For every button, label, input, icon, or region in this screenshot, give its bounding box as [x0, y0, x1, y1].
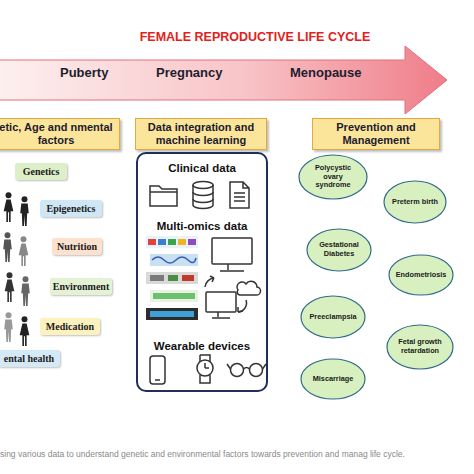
node-text: Environment: [53, 281, 110, 292]
node-text: Epigenetics: [47, 203, 96, 214]
omics-strip: [150, 254, 198, 266]
person-icon: [3, 232, 12, 262]
ellipse-shape: [299, 155, 367, 199]
omics-strip: [168, 239, 176, 245]
stage-label: Pregnancy: [156, 65, 222, 80]
document-icon: [230, 182, 249, 208]
condition-ellipse: Fetal growth retardation: [386, 324, 454, 370]
ellipse-shape: [387, 325, 453, 369]
monitor-icon: [206, 292, 236, 312]
watch-hands: [205, 363, 209, 368]
phone-icon: [150, 356, 165, 384]
monitor-stand: [220, 264, 244, 271]
watch-strap: [200, 355, 210, 383]
panel-heading: Clinical data: [138, 162, 266, 174]
node-text: Polycystic ovary syndrome: [307, 164, 359, 190]
cloud-icon: [237, 281, 261, 295]
node-text: Genetics: [23, 166, 60, 177]
panel-heading: Wearable devices: [138, 340, 266, 352]
ellipse-shape: [307, 229, 371, 271]
cycle-arrow: [238, 307, 243, 312]
person-icon: [4, 192, 14, 222]
node-text: Fetal growth retardation: [395, 338, 445, 355]
omics-strip: [182, 275, 194, 281]
factor-box: Medication: [40, 318, 100, 335]
node-text: Endometriosis: [396, 271, 447, 280]
wearable-icons: [150, 355, 266, 384]
node-text: Prevention and Management: [317, 121, 435, 147]
condition-ellipse: Preterm birth: [383, 180, 447, 224]
glasses-icon: [231, 364, 244, 377]
node-text: Preeclampsia: [309, 313, 356, 322]
omics-strip: [150, 311, 194, 317]
person-icon: [5, 272, 15, 302]
cycle-arrow: [205, 276, 214, 287]
omics-strip: [150, 275, 164, 281]
omics-strip: [152, 257, 196, 263]
factor-box: ental health: [0, 350, 60, 367]
folder-icon: [150, 186, 177, 206]
glasses-icon: [250, 364, 263, 377]
omics-strip: [148, 239, 156, 245]
ellipse-shape: [389, 255, 453, 295]
omics-strip: [188, 239, 196, 245]
node-text: etic, Age and nmental factors: [0, 121, 115, 147]
watch-icon: [197, 360, 213, 376]
node-text: ental health: [4, 353, 54, 364]
omics-strip: [146, 236, 198, 248]
data-panel: Clinical dataMulti-omics dataWearable de…: [136, 152, 268, 392]
node-text: Nutrition: [57, 241, 97, 252]
phone-icon: [155, 379, 160, 381]
factor-box: Genetics: [15, 163, 67, 180]
figure-caption: sing various data to understand genetic …: [0, 449, 470, 460]
node-text: Preterm birth: [392, 198, 438, 207]
person-icon: [20, 196, 29, 226]
condition-ellipse: Polycystic ovary syndrome: [298, 154, 368, 200]
person-icon: [21, 276, 30, 306]
condition-ellipse: Endometriosis: [388, 254, 454, 296]
person-icon: [19, 236, 29, 266]
ellipse-shape: [384, 181, 446, 223]
node-text: Gestational Diabetes: [315, 241, 363, 258]
condition-ellipse: Gestational Diabetes: [306, 228, 372, 272]
header-box: Prevention and Management: [312, 118, 440, 150]
cycle-arrow: [238, 300, 247, 312]
person-icon: [4, 312, 13, 342]
ellipse-shape: [301, 359, 365, 399]
database-icon: [193, 182, 213, 209]
node-text: Data integration and machine learning: [140, 121, 262, 147]
header-box: etic, Age and nmental factors: [0, 118, 120, 150]
factor-box: Epigenetics: [40, 200, 102, 217]
stage-label: Menopause: [290, 65, 362, 80]
clinical-data-icons: [150, 182, 249, 209]
omics-images: [146, 236, 198, 320]
node-text: Medication: [46, 321, 94, 332]
condition-ellipse: Preeclampsia: [300, 295, 366, 339]
monitor-stand: [212, 312, 230, 318]
condition-ellipse: Miscarriage: [300, 358, 366, 400]
stage-label: Puberty: [60, 65, 108, 80]
omics-strip: [150, 290, 198, 302]
node-text: Miscarriage: [313, 375, 354, 384]
monitor-icon: [212, 238, 252, 264]
factor-box: Environment: [50, 278, 112, 295]
glasses-icon: [227, 364, 266, 369]
omics-strip: [146, 272, 198, 284]
factor-box: Nutrition: [52, 238, 102, 255]
diagram-title: FEMALE REPRODUCTIVE LIFE CYCLE: [0, 30, 474, 44]
person-icon: [20, 316, 30, 346]
omics-strip: [178, 239, 186, 245]
ellipse-shape: [301, 296, 365, 338]
omics-strip: [146, 308, 198, 320]
computer-icons: [205, 238, 261, 318]
people-icons: [3, 192, 30, 346]
omics-strip: [153, 293, 195, 299]
header-box: Data integration and machine learning: [135, 118, 267, 150]
omics-strip: [168, 275, 178, 281]
panel-heading: Multi-omics data: [138, 220, 266, 232]
omics-strip: [158, 239, 166, 245]
life-cycle-arrow: [0, 46, 447, 114]
